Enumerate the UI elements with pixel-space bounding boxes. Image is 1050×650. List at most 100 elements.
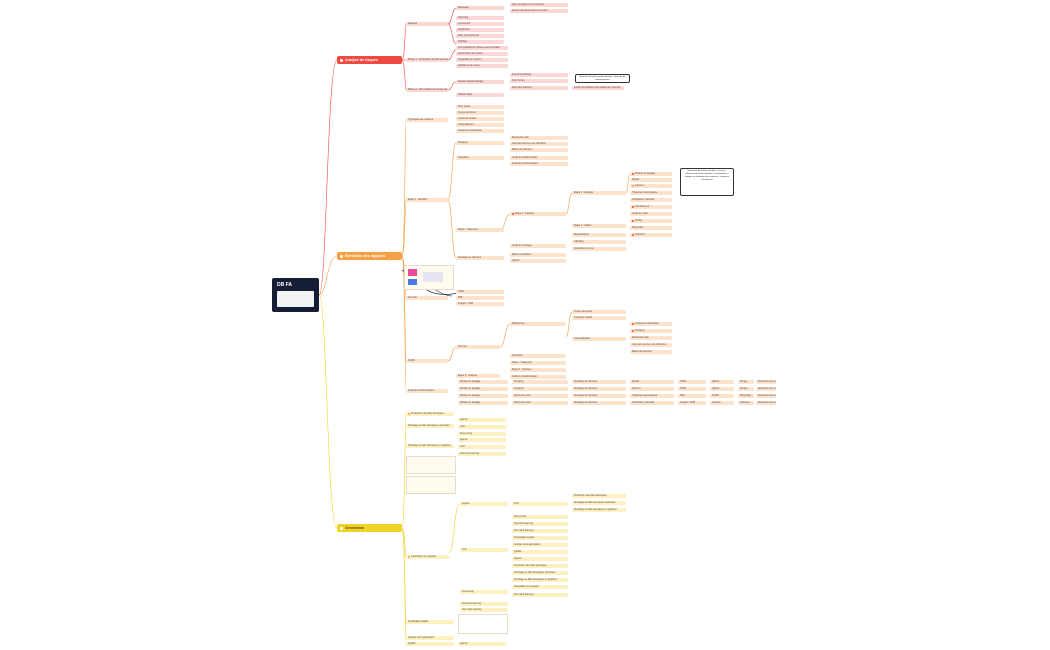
node-g2c[interactable]: Fine-tuning <box>458 432 506 436</box>
node-e16[interactable]: Outils de transformation <box>510 156 568 160</box>
node-g12[interactable]: Qualité <box>406 642 454 646</box>
node-suffrage[interactable]: Suffrage <box>456 40 504 44</box>
graph-thumbnail[interactable] <box>406 456 456 474</box>
row2-c4[interactable]: Llama 3 <box>630 387 674 391</box>
node-e10b[interactable]: Liste des sources non-officielles <box>630 343 672 347</box>
row1-c2[interactable]: Scraping <box>512 380 568 384</box>
node-labels[interactable]: Ajouter des labels dans les textes <box>510 9 568 13</box>
row4-c4[interactable]: Vérification manuelle <box>630 401 674 405</box>
node-finetuning[interactable]: Fine Tuning <box>510 79 568 83</box>
row2-c5[interactable]: HTML <box>678 387 706 391</box>
kg-thumbnail[interactable] <box>458 614 508 634</box>
node-tags[interactable]: Ajout de tags sur les contenus <box>510 3 568 7</box>
node-e25[interactable]: HTML <box>456 290 504 294</box>
node-tracabilite[interactable]: Traçabilité du contenu <box>456 58 508 62</box>
node-g8[interactable]: Few-shot learning <box>460 602 508 606</box>
node-scraping[interactable]: Scraping <box>456 141 504 145</box>
row4-c5[interactable]: Images / OCR <box>678 401 706 405</box>
row3-c2[interactable]: Recherche web <box>512 394 568 398</box>
row3-c7[interactable]: Playwright <box>738 394 754 398</box>
node-g3c[interactable]: Few-shot learning <box>458 452 506 456</box>
node-etape1[interactable]: Étape 1 : Identifier <box>406 198 448 202</box>
node-g6f[interactable]: Qualité <box>512 550 568 554</box>
node-e31[interactable]: Qdrant <box>510 259 566 263</box>
branch-analysis[interactable]: Analyse de risques <box>337 56 402 64</box>
node-e5b[interactable]: Listes/tableaux <box>572 337 626 341</box>
node-e39[interactable]: Selenium <box>630 233 672 237</box>
row2-c8[interactable]: Extraction de texte <box>756 387 776 391</box>
node-g6j[interactable]: Stockage de faits atomiques en graphes <box>512 578 568 582</box>
node-fiabilite-data[interactable]: Fiabilité Data <box>456 93 504 97</box>
node-recherche-web[interactable]: Recherche web <box>510 136 568 140</box>
node-g6k[interactable]: Génération de requêtes <box>512 585 568 589</box>
node-etape3[interactable]: Étape 3 : Analyser <box>572 191 626 195</box>
node-e17b[interactable]: Extraction d'informations <box>406 389 448 393</box>
row3-c3[interactable]: Stockage de données <box>572 394 626 398</box>
node-g6d[interactable]: Knowledge Graphs <box>512 536 568 540</box>
node-confiance[interactable]: Limiter la confiance du modèle aux 'sour… <box>572 86 624 90</box>
row4-c2[interactable]: Recherche web <box>512 401 568 405</box>
row1-c3[interactable]: Stockage de données <box>572 380 626 384</box>
row4-c8[interactable]: Extraction de texte <box>756 401 776 405</box>
node-e14b[interactable]: Etape 2 : Nettoyer <box>510 368 566 372</box>
node-e28[interactable]: Outils de stockage <box>510 244 566 248</box>
node-e41[interactable]: Labelling <box>572 240 626 244</box>
node-e35[interactable]: Transformers <box>630 205 672 209</box>
node-e3b[interactable]: Textes structurés <box>572 310 626 314</box>
node-phase1[interactable]: Phase 1 : Génération de faits atomiques <box>406 58 448 62</box>
node-e29[interactable]: Stockage de données <box>456 256 504 260</box>
node-e8b[interactable]: Scraping <box>630 329 672 333</box>
node-e42[interactable]: Extraction de texte <box>572 247 626 251</box>
node-e38[interactable]: Playwright <box>630 226 672 230</box>
node-e12b[interactable]: Scheduler <box>510 354 566 358</box>
node-g7a[interactable]: Zero-shot learning <box>512 593 568 597</box>
node-e6b[interactable]: Contenus multimédias <box>630 322 672 326</box>
node-e16b[interactable]: Outils de transformation <box>510 375 566 379</box>
node-g2a[interactable]: Agents <box>458 418 506 422</box>
row3-c5[interactable]: PDF <box>678 394 706 398</box>
node-g1[interactable]: Production des faits atomiques <box>406 412 454 416</box>
node-e40[interactable]: BeautifulSoup <box>572 233 626 237</box>
row4-c1[interactable]: Modèle de langage <box>458 401 508 405</box>
node-g3[interactable]: Stockage de faits atomiques en graphes <box>406 444 454 448</box>
node-bases-donnees[interactable]: Bases de données <box>510 148 568 152</box>
node-typologies[interactable]: Typologies de contenus <box>406 118 448 122</box>
node-textes-structures[interactable]: Textes structurés <box>456 111 504 115</box>
node-sources-non-officielles[interactable]: Liste des sources non-officielles <box>510 142 568 146</box>
node-g2b[interactable]: LLM <box>458 425 506 429</box>
node-authenticite[interactable]: Authenticité du contenu <box>456 52 508 56</box>
node-g2[interactable]: Stockage de faits atomiques vectorisés <box>406 424 454 428</box>
node-zeroshot[interactable]: Zero-shot learning <box>510 86 568 90</box>
row2-c6[interactable]: Qdrant <box>710 387 734 391</box>
node-g11[interactable]: Analyse de la génération <box>406 636 454 640</box>
node-g6a[interactable]: Fine-tuning <box>512 515 568 519</box>
diagram-thumbnail[interactable] <box>404 265 454 290</box>
row2-c2[interactable]: Scraping <box>512 387 568 391</box>
node-phase2[interactable]: Phase 2 : Alimentation de la base de fai… <box>406 88 448 92</box>
row3-c4[interactable]: Traitement automatique <box>630 394 674 398</box>
node-e32[interactable]: FAISS <box>406 359 448 363</box>
row3-c6[interactable]: FAISS <box>710 394 734 398</box>
node-e24[interactable]: Formats <box>406 296 448 300</box>
node-mistral[interactable]: Mistral <box>630 178 672 182</box>
node-pure-textes[interactable]: Pure textes <box>456 105 504 109</box>
node-g5[interactable]: Agents <box>460 502 508 506</box>
node-g5c[interactable]: Stockage de faits atomiques vectorisés <box>572 501 626 505</box>
node-g6[interactable]: LLM <box>460 548 508 552</box>
node-poisoning[interactable]: poisoning <box>456 16 504 20</box>
node-multimedias[interactable]: Contenus multimédias <box>456 129 504 133</box>
row2-c1[interactable]: Modèle de langage <box>458 387 508 391</box>
row4-c3[interactable]: Stockage de données <box>572 401 626 405</box>
node-mots[interactable]: Mots non-pertinents <box>456 34 504 38</box>
node-e27[interactable]: Images / OCR <box>456 302 504 306</box>
node-g10[interactable]: Knowledge Graphs <box>406 620 454 624</box>
row3-c1[interactable]: Modèle de langage <box>458 394 508 398</box>
node-g9[interactable]: Zero-shot learning <box>460 608 508 612</box>
row1-c7[interactable]: Scrapy <box>738 380 754 384</box>
node-g6b[interactable]: Few-shot learning <box>512 522 568 526</box>
node-attaques[interactable]: attaques <box>406 22 448 26</box>
row4-c6[interactable]: Chroma <box>710 401 734 405</box>
row1-c4[interactable]: Mistral <box>630 380 674 384</box>
node-contenus-visuels[interactable]: Contenus visuels <box>456 117 504 121</box>
node-etape4[interactable]: Etape 4 : Valider <box>572 224 626 228</box>
